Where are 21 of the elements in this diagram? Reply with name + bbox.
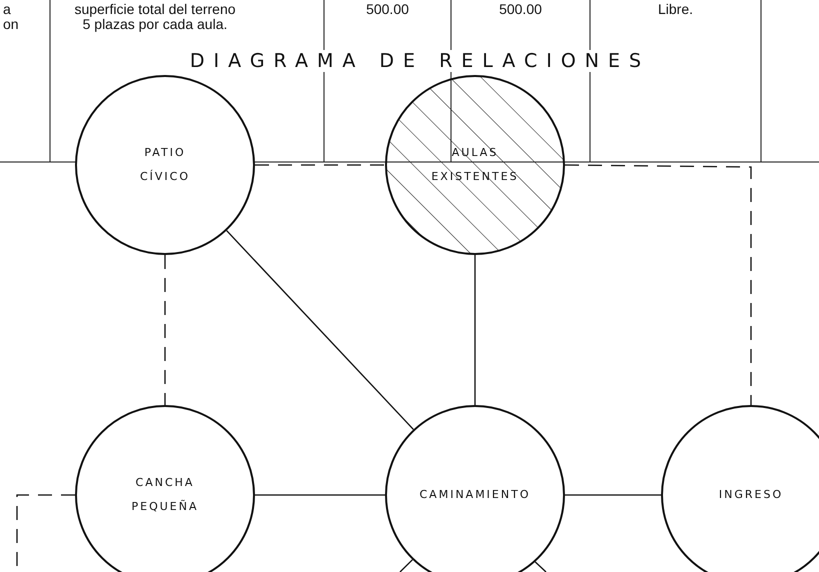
connector-line — [255, 494, 385, 496]
circle-node — [75, 75, 255, 255]
hatched-circle — [385, 75, 565, 255]
node-label: PATIO CÍVICO — [138, 145, 192, 185]
connector-line — [474, 255, 476, 405]
table-text: 500.00 — [365, 2, 410, 17]
table-text: Libre. — [656, 2, 694, 17]
node-label: CAMINAMIENTO — [418, 487, 532, 503]
dashed-connector — [255, 164, 385, 166]
table-text: superficie total del terreno 5 plazas por cada aula. — [73, 2, 237, 32]
connector-line — [534, 561, 546, 572]
connector-line — [565, 494, 661, 496]
node-label: CANCHA PEQUEÑA — [130, 475, 200, 515]
node-label: INGRESO — [718, 487, 784, 503]
table-text: 500.00 — [498, 2, 543, 17]
connector-line — [400, 559, 413, 572]
dashed-connector — [164, 255, 166, 405]
table-text: on — [3, 17, 20, 32]
connector-line — [226, 230, 414, 430]
table-text: a — [3, 2, 12, 17]
dashed-connector — [565, 164, 752, 405]
